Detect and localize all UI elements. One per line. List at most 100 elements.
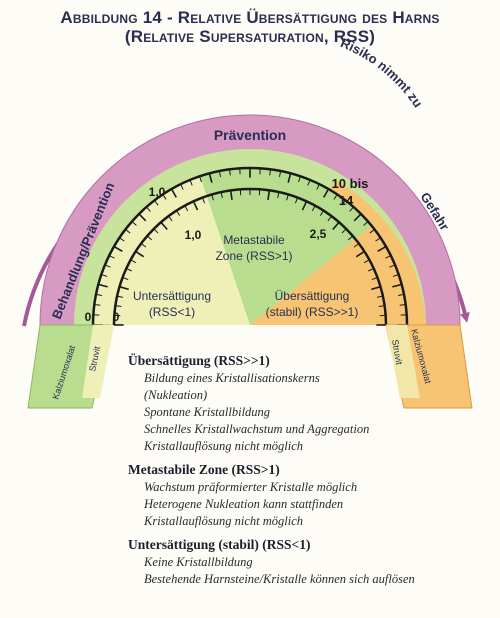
legend-item: Keine Kristallbildung bbox=[144, 555, 253, 569]
zone-meta-label-line2: Zone (RSS>1) bbox=[215, 249, 292, 263]
scale-tick bbox=[184, 205, 189, 212]
legend-item: Schnelles Kristallwachstum und Aggregati… bbox=[144, 422, 370, 436]
risk-label: Risiko nimmt zu bbox=[338, 35, 425, 110]
scale-tick bbox=[298, 176, 301, 183]
scale-tick bbox=[218, 170, 222, 177]
scale-tick bbox=[269, 169, 271, 176]
scale-tick bbox=[162, 194, 167, 200]
scale-tick bbox=[94, 304, 101, 306]
scale-tick bbox=[392, 283, 402, 288]
scale-tick bbox=[323, 188, 330, 198]
scale-tick bbox=[160, 221, 168, 230]
scale-tick bbox=[113, 245, 123, 252]
scale-tick bbox=[131, 221, 137, 226]
scale-tick bbox=[332, 221, 340, 230]
scale-tick bbox=[385, 255, 392, 259]
scale-tick bbox=[208, 173, 213, 183]
scale-outer-start: 0 bbox=[85, 310, 92, 324]
scale-tick bbox=[229, 190, 233, 201]
scale-tick bbox=[368, 268, 374, 272]
scale-tick bbox=[375, 237, 381, 242]
scale-tick bbox=[277, 192, 280, 199]
scale-outer-end-line2: 14 bbox=[339, 193, 354, 208]
scale-tick bbox=[278, 170, 282, 177]
scale-tick bbox=[377, 245, 387, 252]
scale-tick bbox=[353, 213, 362, 222]
scale-tick bbox=[376, 295, 383, 298]
scale-tick bbox=[119, 237, 125, 242]
scale-outer-mid: 1,0 bbox=[149, 185, 166, 199]
zone-supersaturation bbox=[250, 226, 407, 325]
scale-tick bbox=[294, 197, 298, 204]
scale-tick bbox=[189, 179, 193, 186]
scale-tick bbox=[341, 200, 346, 206]
scale-tick bbox=[170, 188, 177, 198]
zone-meta-label-line1: Metastabile bbox=[223, 233, 285, 247]
figure-title-line2: (Relative Supersaturation, RSS) bbox=[124, 27, 376, 46]
legend-item: Heterogene Nukleation kann stattfinden bbox=[144, 497, 344, 511]
scale-tick bbox=[389, 264, 396, 268]
zone-under-label-line1: Untersättigung bbox=[133, 289, 211, 303]
scale-ticks bbox=[93, 168, 407, 326]
left-leg-yellow bbox=[82, 325, 114, 398]
scale-tick bbox=[347, 235, 354, 241]
scale-tick bbox=[355, 250, 365, 258]
scale-tick bbox=[369, 229, 375, 234]
zone-under-label-line2: (RSS<1) bbox=[149, 305, 195, 319]
scale-tick bbox=[130, 259, 137, 264]
legend-item: Bestehende Harnsteine/Kristalle können s… bbox=[144, 572, 415, 586]
scale-inner-mid: 1,0 bbox=[185, 228, 202, 242]
zone-metastable bbox=[200, 168, 371, 325]
scale-tick bbox=[349, 206, 354, 212]
legend-item: Bildung eines Kristallisationskerns bbox=[144, 371, 320, 385]
legend-heading: Übersättigung (RSS>>1) bbox=[128, 353, 270, 368]
scale-tick bbox=[146, 206, 151, 212]
legend-item: Wachstum präformierter Kristalle möglich bbox=[144, 480, 358, 494]
scale-tick bbox=[286, 194, 289, 201]
scale-tick bbox=[168, 215, 173, 222]
scale-tick bbox=[378, 305, 385, 307]
scale-tick bbox=[108, 255, 115, 259]
zone-over-label-line1: Übersättigung bbox=[275, 289, 350, 303]
scale-tick bbox=[101, 274, 108, 277]
scale-tick bbox=[363, 259, 370, 264]
scale-tick bbox=[371, 285, 381, 291]
band-label-prevention: Prävention bbox=[214, 127, 286, 143]
scale-inner-end: 2,5 bbox=[310, 227, 327, 241]
legend-item: Kristallauflösung nicht möglich bbox=[144, 514, 304, 528]
legend-item: Kristallauflösung nicht möglich bbox=[144, 439, 304, 453]
scale-tick bbox=[316, 183, 320, 190]
scale-tick bbox=[146, 235, 153, 241]
scale-tick bbox=[119, 285, 129, 291]
legend-item: (Nukleation) bbox=[144, 388, 208, 402]
legend-section-metastable: Metastabile Zone (RSS>1) Wachstum präfor… bbox=[128, 461, 488, 530]
scale-tick bbox=[341, 228, 347, 234]
zone-undersaturation bbox=[92, 176, 250, 325]
scale-tick bbox=[371, 277, 378, 281]
zone-over-label-line2: (stabil) (RSS>>1) bbox=[266, 305, 359, 319]
right-leg-yellow bbox=[386, 325, 420, 398]
scale-tick bbox=[287, 173, 292, 183]
scale-tick bbox=[138, 213, 147, 222]
legend-heading: Metastabile Zone (RSS>1) bbox=[128, 462, 280, 477]
scale-tick bbox=[229, 169, 231, 176]
scale-tick bbox=[104, 264, 111, 268]
legend-section-supersaturation: Übersättigung (RSS>>1) Bildung eines Kri… bbox=[128, 352, 488, 455]
legend-item: Spontane Kristallbildung bbox=[144, 405, 271, 419]
scale-tick bbox=[140, 243, 147, 248]
legend: Übersättigung (RSS>>1) Bildung eines Kri… bbox=[128, 352, 488, 594]
scale-tick bbox=[176, 210, 181, 216]
scale-tick bbox=[98, 283, 108, 288]
scale-tick bbox=[153, 228, 159, 234]
scale-tick bbox=[202, 197, 206, 204]
legend-heading: Untersättigung (stabil) (RSS<1) bbox=[128, 537, 311, 552]
scale-tick bbox=[363, 221, 369, 226]
scale-tick bbox=[220, 192, 223, 199]
scale-tick bbox=[135, 250, 145, 258]
scale-tick bbox=[267, 190, 271, 201]
scale-inner-start: 0 bbox=[113, 310, 120, 324]
scale-tick bbox=[154, 200, 159, 206]
scale-tick bbox=[115, 305, 122, 307]
scale-tick bbox=[333, 194, 338, 200]
